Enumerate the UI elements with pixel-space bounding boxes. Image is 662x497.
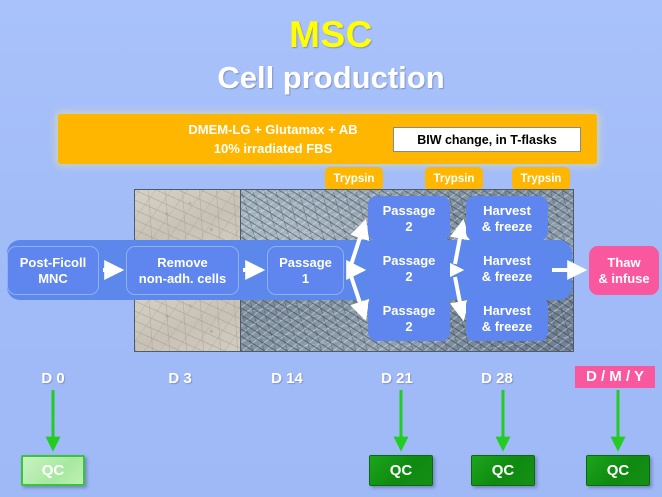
passage1-line-2: 1 — [301, 270, 310, 286]
passage2-line-1: Passage — [382, 202, 436, 218]
step-harvest-freeze-c: Harvest & freeze — [466, 296, 548, 341]
step-label: Thaw & infuse — [598, 255, 649, 287]
page-title: MSC — [289, 14, 373, 55]
step-passage-2-a: Passage 2 — [368, 196, 450, 241]
step-harvest-freeze-b: Harvest & freeze — [466, 246, 548, 291]
timeline-label-d28: D 28 — [481, 370, 513, 387]
step-remove-non-adherent: Remove non-adh. cells — [126, 246, 239, 295]
remove-line-1: Remove — [157, 254, 208, 270]
step-label: Passage 2 — [383, 203, 436, 235]
step-passage-1: Passage 1 — [267, 246, 344, 295]
harvest-line-1: Harvest — [483, 202, 531, 218]
step-label: Harvest & freeze — [482, 203, 533, 235]
qc-box-d0: QC — [21, 455, 85, 486]
harvest-line-1: Harvest — [483, 302, 531, 318]
qc-box-d21: QC — [369, 455, 433, 486]
step-passage-2-b: Passage 2 — [368, 246, 450, 291]
micrograph-mnc-bottom — [134, 292, 242, 352]
biw-change-note: BIW change, in T-flasks — [393, 127, 581, 152]
step-harvest-freeze-a: Harvest & freeze — [466, 196, 548, 241]
timeline-label-dmy: D / M / Y — [575, 366, 655, 388]
page-subtitle: Cell production — [217, 60, 445, 95]
passage1-line-1: Passage — [279, 254, 332, 270]
step-label: Post-Ficoll MNC — [20, 255, 86, 287]
harvest-line-1: Harvest — [483, 252, 531, 268]
harvest-line-2: & freeze — [481, 218, 533, 234]
passage2-line-1: Passage — [382, 252, 436, 268]
thaw-line-1: Thaw — [607, 254, 641, 270]
step-post-ficoll-mnc: Post-Ficoll MNC — [7, 246, 99, 295]
media-line-1: DMEM-LG + Glutamax + AB — [188, 122, 358, 137]
passage2-line-2: 2 — [405, 268, 413, 284]
step-label: Passage 1 — [279, 255, 332, 287]
qc-box-d28: QC — [471, 455, 535, 486]
step-label: Harvest & freeze — [482, 253, 533, 285]
qc-box-dmy: QC — [586, 455, 650, 486]
remove-line-2: non-adh. cells — [138, 270, 227, 286]
timeline-label-d3: D 3 — [168, 370, 192, 387]
thaw-line-2: & infuse — [598, 270, 650, 286]
step-label: Passage 2 — [383, 253, 436, 285]
step-label: Remove non-adh. cells — [139, 255, 226, 287]
timeline-label-d14: D 14 — [271, 370, 303, 387]
passage2-line-1: Passage — [382, 302, 436, 318]
media-formulation-text: DMEM-LG + Glutamax + AB 10% irradiated F… — [58, 120, 488, 158]
passage2-line-2: 2 — [405, 218, 413, 234]
mnc-line-1: Post-Ficoll — [19, 254, 87, 270]
timeline-label-d0: D 0 — [41, 370, 65, 387]
harvest-line-2: & freeze — [481, 268, 533, 284]
trypsin-tag-3: Trypsin — [512, 167, 570, 190]
passage2-line-2: 2 — [405, 318, 413, 334]
mnc-line-2: MNC — [38, 270, 68, 286]
step-label: Passage 2 — [383, 303, 436, 335]
harvest-line-2: & freeze — [481, 318, 533, 334]
trypsin-tag-1: Trypsin — [325, 167, 383, 190]
step-passage-2-c: Passage 2 — [368, 296, 450, 341]
step-thaw-infuse: Thaw & infuse — [589, 246, 659, 295]
timeline-label-d21: D 21 — [381, 370, 413, 387]
step-label: Harvest & freeze — [482, 303, 533, 335]
trypsin-tag-2: Trypsin — [425, 167, 483, 190]
media-line-2: 10% irradiated FBS — [213, 141, 333, 156]
media-formulation-bar: DMEM-LG + Glutamax + AB 10% irradiated F… — [58, 114, 597, 164]
